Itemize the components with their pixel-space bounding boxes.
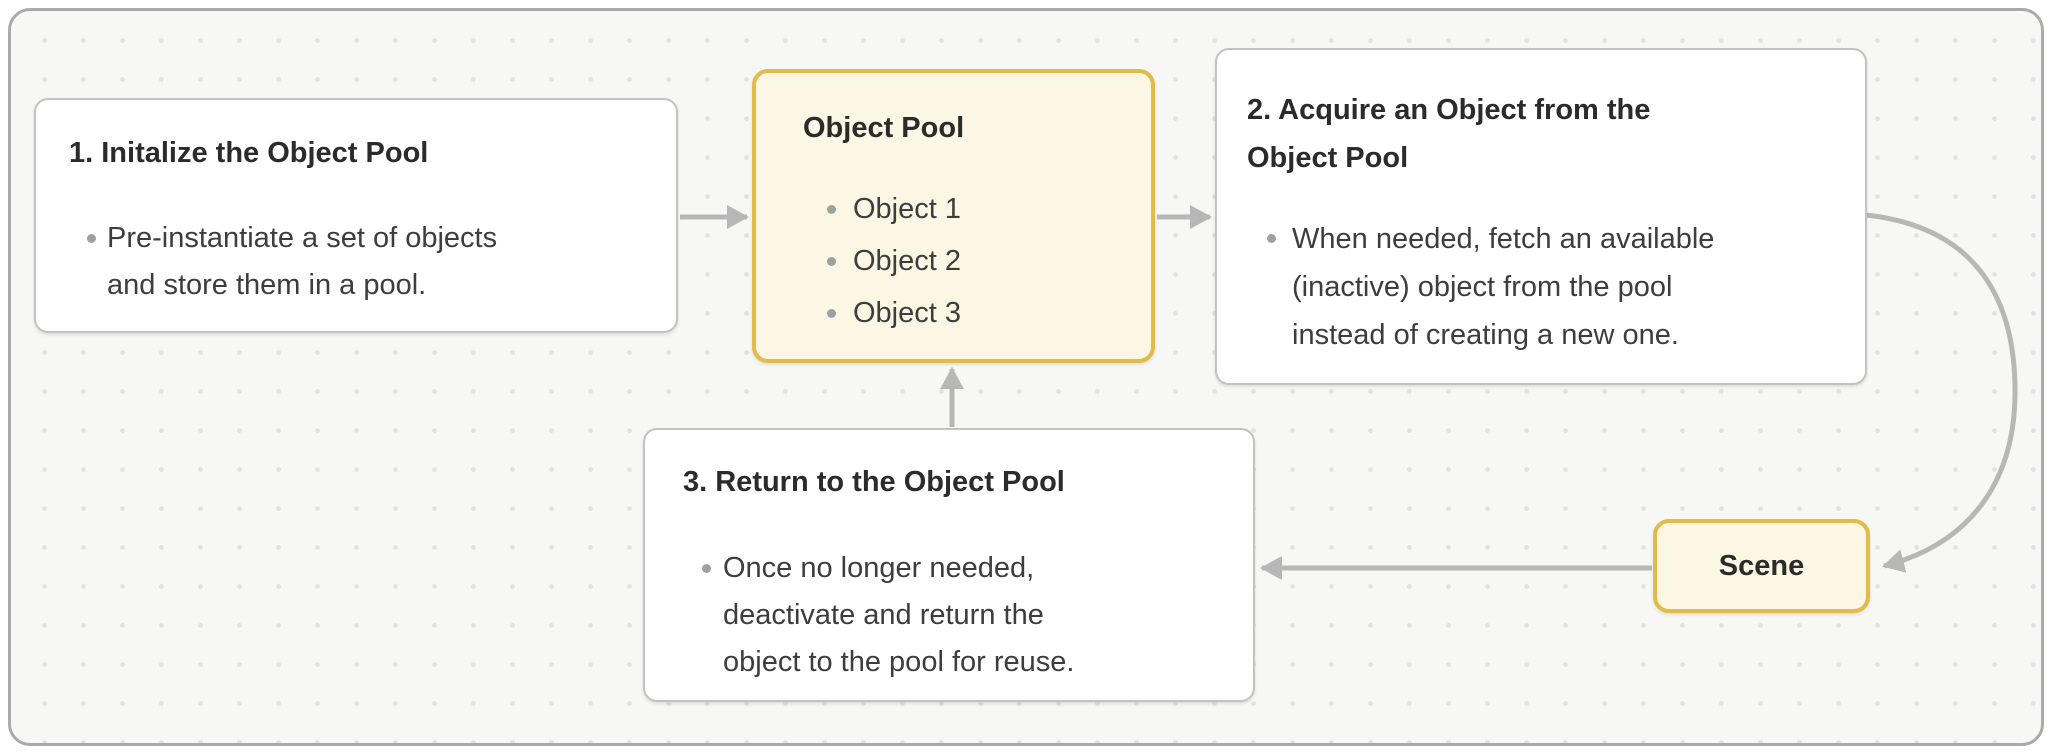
bullet-line: Pre-instantiate a set of objects <box>107 222 498 254</box>
bullet-dot-icon <box>87 234 96 243</box>
node-step1[interactable]: 1. Initalize the Object Pool Pre-instant… <box>34 98 678 333</box>
node-scene[interactable]: Scene <box>1653 519 1870 613</box>
node-scene-label: Scene <box>1718 549 1805 582</box>
node-object-pool[interactable]: Object Pool Object 1 Object 2 Object 3 <box>752 69 1155 363</box>
pool-item: Object 2 <box>853 245 961 277</box>
bullet-dot-icon <box>827 204 836 214</box>
pool-item: Object 3 <box>853 297 961 329</box>
bullet-dot-icon <box>827 256 836 266</box>
bullet-dot-icon <box>827 308 836 318</box>
node-step2-title: 2. Acquire an Object from the Object Poo… <box>1247 86 1865 182</box>
node-step1-title: 1. Initalize the Object Pool <box>69 137 429 169</box>
pool-item: Object 1 <box>853 193 961 225</box>
bullet-line: (inactive) object from the pool <box>1292 271 1673 303</box>
title-line: 2. Acquire an Object from the <box>1247 94 1651 126</box>
list-item: Pre-instantiate a set of objects and sto… <box>87 215 676 309</box>
bullet-dot-icon <box>1267 234 1276 243</box>
node-step3-title: 3. Return to the Object Pool <box>683 466 1065 498</box>
node-object-pool-title: Object Pool <box>803 112 965 144</box>
bullet-line: deactivate and return the <box>723 599 1044 631</box>
bullet-line: and store them in a pool. <box>107 269 427 301</box>
bullet-line: object to the pool for reuse. <box>723 646 1075 678</box>
title-line: Object Pool <box>1247 142 1409 174</box>
list-item: Object 1 <box>827 183 1151 235</box>
list-item: When needed, fetch an available (inactiv… <box>1267 215 1865 359</box>
bullet-dot-icon <box>702 564 711 573</box>
node-step3[interactable]: 3. Return to the Object Pool Once no lon… <box>643 428 1255 702</box>
list-item: Once no longer needed, deactivate and re… <box>702 545 1253 686</box>
bullet-line: When needed, fetch an available <box>1292 223 1715 255</box>
node-step2[interactable]: 2. Acquire an Object from the Object Poo… <box>1215 48 1867 385</box>
list-item: Object 2 <box>827 235 1151 287</box>
bullet-line: Once no longer needed, <box>723 552 1035 584</box>
list-item: Object 3 <box>827 287 1151 339</box>
bullet-line: instead of creating a new one. <box>1292 319 1679 351</box>
